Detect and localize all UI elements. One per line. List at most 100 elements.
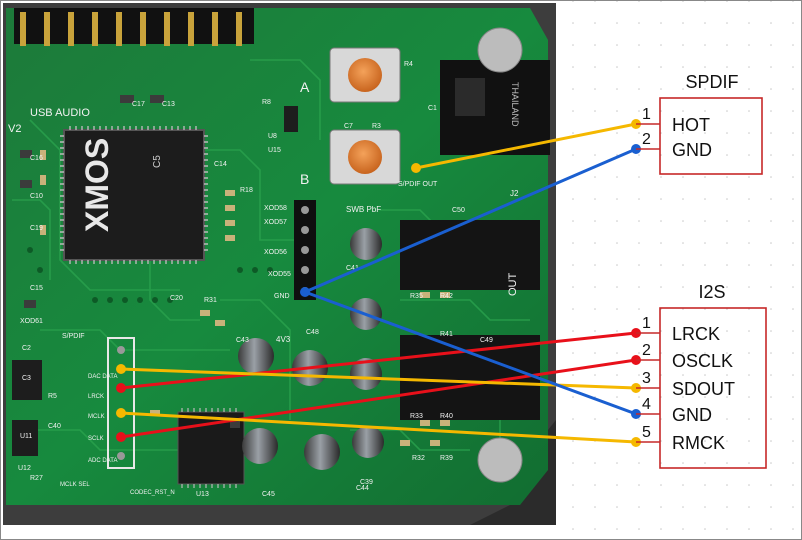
- spdif-pin2-label: GND: [672, 140, 712, 160]
- wire-i2s-lrck: [119, 331, 638, 390]
- push-button-a: [329, 47, 401, 103]
- spdif-box: [659, 97, 763, 175]
- silk-out: OUT: [507, 273, 519, 297]
- i2s-pin5-label: RMCK: [672, 433, 725, 453]
- ref-label: R4: [404, 61, 413, 68]
- ref-label: C14: [214, 161, 227, 168]
- ref-label: C2: [22, 345, 31, 352]
- i2s-pin2-label: OSCLK: [672, 351, 733, 371]
- ref-label: R33: [410, 413, 423, 420]
- xmos-logo-text: XMOS: [79, 138, 115, 232]
- silk-sclk: SCLK: [88, 436, 104, 442]
- silk-mclk: MCLK: [88, 414, 105, 420]
- ref-label: C44: [356, 485, 369, 492]
- chip-code-label: C5: [152, 155, 163, 168]
- electrolytic-capacitors: [238, 228, 384, 470]
- audio-jack-1: [400, 220, 540, 290]
- wire-i2s-osclk: [119, 358, 638, 439]
- ref-label: C48: [306, 329, 319, 336]
- ref-label: R39: [440, 455, 453, 462]
- i2s-pin1-num: 1: [642, 315, 651, 332]
- ref-label: R5: [48, 393, 57, 400]
- i2s-pin1-label: LRCK: [672, 324, 720, 344]
- ref-label: R42: [440, 293, 453, 300]
- silk-j2: J2: [510, 189, 519, 198]
- ref-label: R8: [262, 99, 271, 106]
- silk-thailand: THAILAND: [510, 82, 520, 127]
- silk-4v3: 4V3: [276, 335, 291, 344]
- ref-label: C45: [262, 491, 275, 498]
- wires: [119, 122, 638, 444]
- mount-post-top: [477, 27, 523, 73]
- spdif-pin2-num: 2: [642, 131, 651, 148]
- silk-mclk-sel: MCLK SEL: [60, 482, 90, 488]
- push-button-b: [329, 129, 401, 185]
- spdif-pin1-label: HOT: [672, 115, 710, 135]
- smd-parts: [40, 150, 450, 446]
- ref-label: R40: [440, 413, 453, 420]
- mount-post-bottom: [477, 437, 523, 483]
- silk-usb-audio: USB AUDIO: [30, 107, 90, 119]
- silk-codec-rst: CODEC_RST_N: [130, 490, 175, 496]
- xmos-chip: XMOS C5: [60, 126, 208, 264]
- pcb-photo: XMOS C5: [3, 3, 556, 525]
- ref-label: U12: [18, 465, 31, 472]
- ref-label: C10: [30, 193, 43, 200]
- silk-xod56: XOD56: [264, 249, 287, 256]
- ic-u8: [284, 106, 298, 132]
- silk-adc-data: ADC DATA: [88, 458, 117, 464]
- header-pins: [14, 8, 254, 46]
- silk-dac-data: DAC DATA: [88, 374, 117, 380]
- silk-s-pdif: S/PDIF: [62, 333, 85, 340]
- ref-label: R41: [440, 331, 453, 338]
- silk-xod58: XOD58: [264, 205, 287, 212]
- ref-label: C41: [346, 265, 359, 272]
- dot-grid: [556, 0, 802, 540]
- ref-label: C49: [480, 337, 493, 344]
- silkscreen-text: USB AUDIO V2 A B XOD58 XOD57 XOD56 XOD55…: [8, 79, 520, 496]
- silk-b: B: [300, 171, 309, 187]
- ref-label: R35: [410, 293, 423, 300]
- endpoint-sdout-board: [116, 364, 126, 374]
- ref-label: C19: [30, 225, 43, 232]
- wire-spdif-gnd: [303, 147, 638, 294]
- ref-label: C16: [30, 155, 43, 162]
- ref-label: U13: [196, 491, 209, 498]
- ref-label: C7: [344, 123, 353, 130]
- xod-header: [294, 200, 316, 300]
- i2s-pin3-label: SDOUT: [672, 379, 735, 399]
- i2s-pin4-num: 4: [642, 396, 651, 413]
- i2s-title: I2S: [698, 282, 725, 302]
- spdif-connector: SPDIF 1 2 HOT GND: [636, 72, 763, 175]
- spdif-title: SPDIF: [685, 72, 738, 92]
- ref-label: R18: [240, 187, 253, 194]
- ref-label: C40: [48, 423, 61, 430]
- i2s-pin4-label: GND: [672, 405, 712, 425]
- silk-xod61: XOD61: [20, 318, 43, 325]
- ref-label: C1: [428, 105, 437, 112]
- smd-caps: [20, 95, 240, 428]
- silk-lrck: LRCK: [88, 394, 104, 400]
- ref-label: R32: [412, 455, 425, 462]
- ref-label: C15: [30, 285, 43, 292]
- ref-label: C39: [360, 479, 373, 486]
- ref-label: C50: [452, 207, 465, 214]
- ref-label: C13: [162, 101, 175, 108]
- spdif-pin1-num: 1: [642, 106, 651, 123]
- ref-label: C3: [22, 375, 31, 382]
- i2s-connector: I2S 1 2 3 4 5 LRCK OSCLK SDOUT GND RMCK: [636, 282, 767, 469]
- ref-label: U15: [268, 147, 281, 154]
- silk-a: A: [300, 79, 310, 95]
- ic-u12: [12, 360, 42, 400]
- ref-label: C43: [236, 337, 249, 344]
- endpoint-rmck-board: [116, 408, 126, 418]
- endpoint-osclk-board: [116, 432, 126, 442]
- silk-swb: SWB PbF: [346, 205, 381, 214]
- wire-i2s-rmck: [119, 411, 638, 444]
- ref-label: R31: [204, 297, 217, 304]
- ref-label: C20: [170, 295, 183, 302]
- silk-gnd: GND: [274, 293, 290, 300]
- ref-label: U8: [268, 133, 277, 140]
